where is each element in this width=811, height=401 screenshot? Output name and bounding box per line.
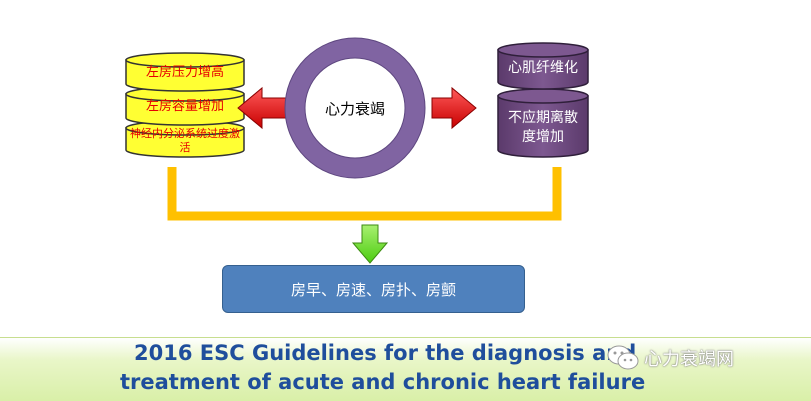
result-box: 房早、房速、房扑、房颤 (222, 265, 525, 313)
left-cylinder-1 (125, 52, 245, 92)
left-stack: 左房压力增高 左房容量增加 神经内分泌系统过度激活 (125, 52, 245, 158)
left-item-1-box: 左房压力增高 (145, 65, 224, 80)
left-red-arrow (237, 86, 292, 130)
center-label-box: 心力衰竭 (324, 99, 385, 118)
watermark-text: 心力衰竭网 (644, 349, 734, 370)
right-red-arrow (431, 86, 477, 130)
center-label: 心力衰竭 (324, 99, 385, 118)
right-cylinder-2 (497, 88, 589, 158)
right-item-2-label: 不应期离散度增加 (508, 110, 578, 145)
right-item-1-label: 心肌纤维化 (508, 60, 578, 76)
footer-band (0, 337, 811, 401)
left-item-1-label: 左房压力增高 (145, 65, 224, 80)
left-item-2-box: 左房容量增加 (145, 99, 224, 114)
right-cylinder-1 (497, 42, 589, 90)
left-item-3-label: 神经内分泌系统过度激活 (130, 127, 240, 154)
footer-title: 2016 ESC Guidelines for the diagnosis an… (0, 339, 811, 397)
wechat-icon (607, 345, 639, 370)
footer-line-1: 2016 ESC Guidelines for the diagnosis an… (134, 341, 637, 365)
center-ring: 心力衰竭 (284, 37, 426, 179)
left-item-2-label: 左房容量增加 (145, 99, 224, 114)
right-item-1-box: 心肌纤维化 (508, 60, 578, 76)
footer-line-2: treatment of acute and chronic heart fai… (120, 370, 646, 394)
green-down-arrow (351, 224, 389, 264)
yellow-connector (167, 167, 562, 221)
right-stack: 心肌纤维化 不应期离散度增加 (497, 42, 589, 158)
watermark: 心力衰竭网 (606, 340, 734, 376)
left-item-3-box: 神经内分泌系统过度激活 (130, 127, 240, 154)
right-item-2-box: 不应期离散度增加 (508, 110, 578, 145)
result-label: 房早、房速、房扑、房颤 (290, 280, 456, 299)
